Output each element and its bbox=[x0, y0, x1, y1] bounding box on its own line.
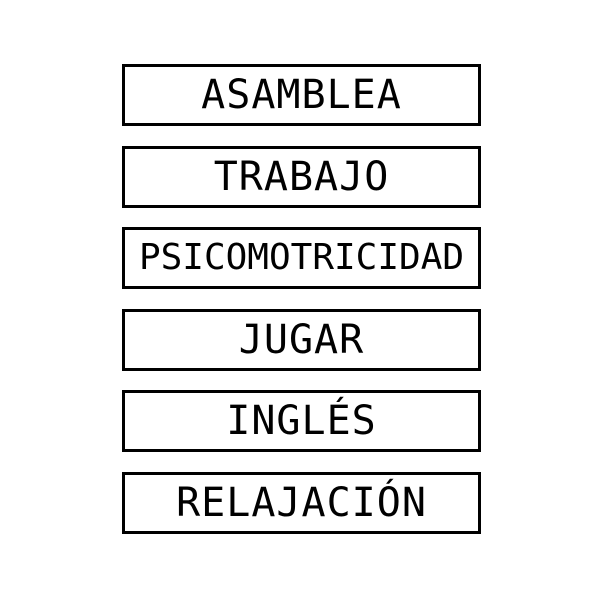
activity-label: RELAJACIÓN bbox=[176, 480, 427, 526]
activity-card-jugar: JUGAR bbox=[122, 309, 481, 371]
activity-card-relajacion: RELAJACIÓN bbox=[122, 472, 481, 534]
activity-card-ingles: INGLÉS bbox=[122, 390, 481, 452]
activity-label: JUGAR bbox=[238, 317, 365, 363]
activity-card-asamblea: ASAMBLEA bbox=[122, 64, 481, 126]
activity-card-trabajo: TRABAJO bbox=[122, 146, 481, 208]
activity-label: TRABAJO bbox=[213, 154, 390, 200]
activity-label: PSICOMOTRICIDAD bbox=[138, 237, 465, 278]
activity-label: ASAMBLEA bbox=[201, 72, 402, 118]
activity-label: INGLÉS bbox=[226, 398, 377, 444]
activity-card-psicomotricidad: PSICOMOTRICIDAD bbox=[122, 227, 481, 289]
